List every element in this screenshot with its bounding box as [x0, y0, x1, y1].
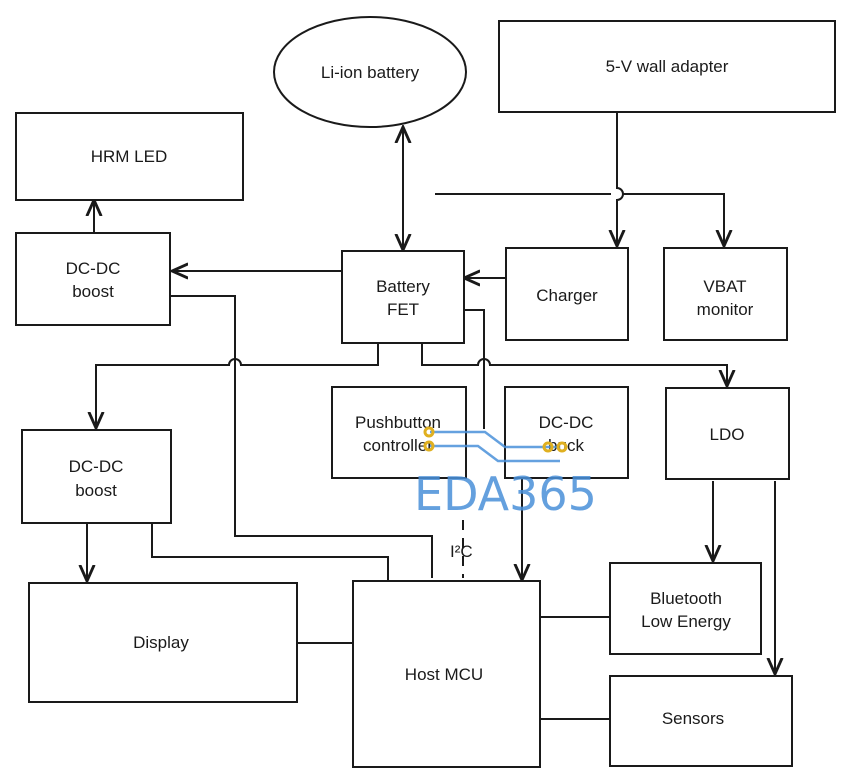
hrm-led-label: HRM LED — [91, 147, 168, 166]
wire-fet-pushbutton — [464, 309, 485, 429]
block-vbat-monitor: VBAT monitor — [663, 247, 788, 341]
block-ldo: LDO — [665, 387, 790, 480]
wall-adapter-label: 5-V wall adapter — [606, 57, 729, 76]
watermark-text: EDA365 — [414, 467, 597, 521]
battery-fet-label-2: FET — [387, 300, 419, 319]
wire-fet-ldo — [421, 343, 727, 386]
watermark-dot — [423, 426, 435, 438]
block-wall-adapter: 5-V wall adapter — [498, 20, 836, 113]
display-label: Display — [133, 633, 189, 652]
watermark-trace-bottom — [430, 444, 560, 463]
battery-fet-label-1: Battery — [376, 277, 430, 296]
watermark-dot — [423, 440, 435, 452]
wire-vbat-monitor — [435, 193, 724, 246]
watermark-dot — [542, 441, 554, 453]
i2c-label: I²C — [450, 542, 473, 561]
ble-label-1: Bluetooth — [650, 589, 722, 608]
ldo-label: LDO — [710, 425, 745, 444]
pushbutton-label-2: controller — [363, 436, 433, 455]
host-mcu-label: Host MCU — [405, 665, 483, 684]
li-ion-battery-label: Li-ion battery — [321, 63, 420, 82]
block-hrm-led: HRM LED — [15, 112, 244, 201]
block-li-ion-battery: Li-ion battery — [273, 16, 467, 128]
watermark: EDA365 — [414, 426, 597, 521]
boost-top-label-1: DC-DC — [66, 259, 121, 278]
wire-adapter-charger — [617, 112, 623, 246]
watermark-dot — [556, 441, 568, 453]
block-dc-dc-boost-top: DC-DC boost — [15, 232, 171, 326]
buck-label-1: DC-DC — [539, 413, 594, 432]
block-bluetooth-low-energy: Bluetooth Low Energy — [609, 562, 762, 655]
sensors-label: Sensors — [662, 709, 724, 728]
boost-left-label-1: DC-DC — [69, 457, 124, 476]
watermark-trace-top — [430, 430, 560, 449]
ble-label-2: Low Energy — [641, 612, 731, 631]
vbat-monitor-label-2: monitor — [697, 300, 754, 319]
wire-boost-left-mcu — [151, 523, 389, 580]
block-charger: Charger — [505, 247, 629, 341]
block-host-mcu: Host MCU — [352, 580, 541, 768]
pushbutton-label-1: Pushbutton — [355, 413, 441, 432]
charger-label: Charger — [536, 286, 598, 305]
wire-boost-mcu — [170, 295, 433, 578]
boost-left-label-2: boost — [75, 481, 117, 500]
block-dc-dc-buck: DC-DC buck — [504, 386, 629, 479]
block-battery-fet: Battery FET — [341, 250, 465, 344]
vbat-monitor-label-1: VBAT — [703, 277, 746, 296]
block-dc-dc-boost-left: DC-DC boost — [21, 429, 172, 524]
block-sensors: Sensors — [609, 675, 793, 767]
boost-top-label-2: boost — [72, 282, 114, 301]
connections — [87, 112, 775, 720]
block-display: Display — [28, 582, 298, 703]
